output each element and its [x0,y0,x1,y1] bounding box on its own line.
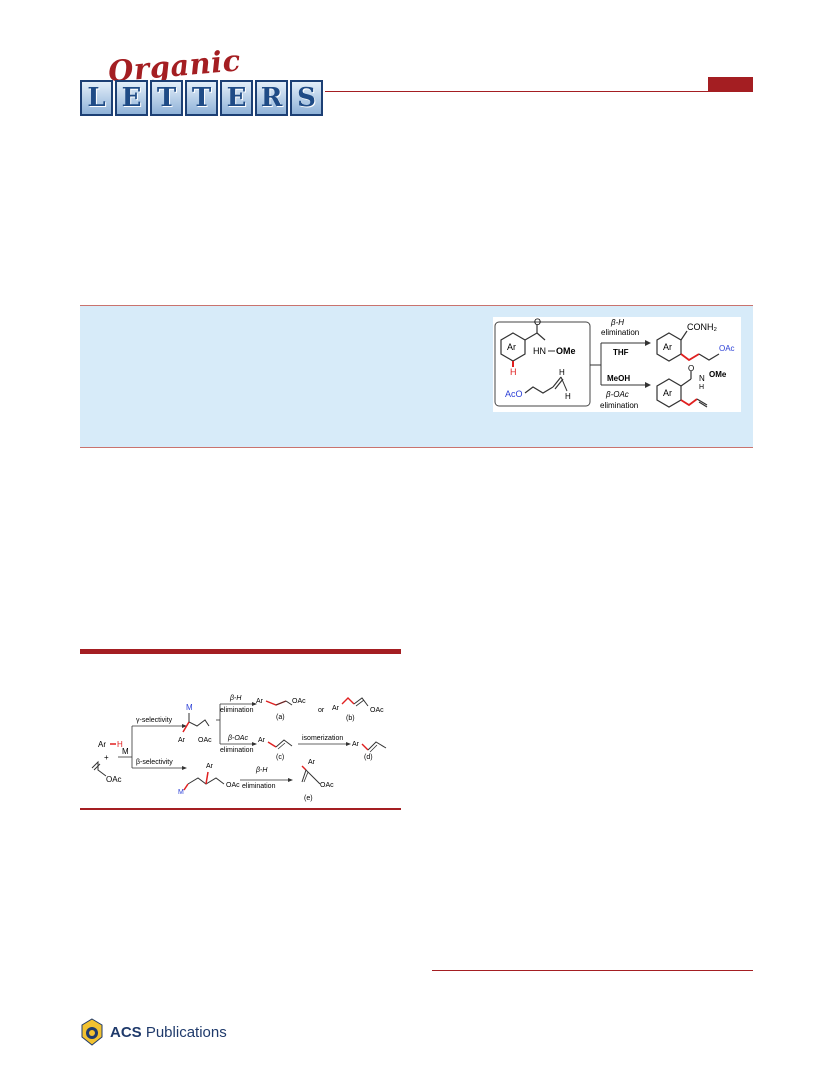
elimination-label-1: elimination [220,707,254,714]
product-bottom-ome: OMe [709,370,727,379]
gamma-int-ar: Ar [178,737,186,744]
acs-seal-icon [81,1018,103,1046]
publisher-name: ACS Publications [110,1023,227,1041]
elimination-top-label: elimination [601,328,639,337]
label-a: (a) [276,714,285,721]
beta-h-label-1: β-H [229,695,242,702]
scheme-rule-top [80,649,401,654]
label-b: (b) [346,715,355,722]
toc-graphic: Ar H O HN OMe AcO H H β-H elimination TH… [493,317,741,412]
prod-b-ar: Ar [332,705,340,712]
amide-nh: HN [533,346,546,356]
header-rule [325,91,753,92]
footnote-rule [432,970,753,971]
gamma-selectivity-label: γ-selectivity [136,717,173,724]
catalyst-m: M [122,747,129,756]
beta-h-label: β-H [610,318,624,327]
svg-text:Ar: Ar [663,342,672,352]
elimination-label-2: elimination [220,747,254,754]
prod-e-ar: Ar [308,759,316,766]
carbonyl-o: O [534,317,541,327]
gamma-int-oac: OAc [198,737,212,744]
beta-oac-label: β-OAc [605,390,629,399]
plus-sign: + [104,753,109,762]
toc-reaction-scheme: Ar H O HN OMe AcO H H β-H elimination TH… [494,317,735,410]
vinyl-h-right: H [565,392,571,401]
logo-tile: T [185,80,218,116]
prod-b-oac: OAc [370,707,384,714]
product-bottom-o: O [688,364,694,373]
beta-int-oac: OAc [226,782,240,789]
logo-tile: S [290,80,323,116]
logo-tile: E [115,80,148,116]
aco-label: AcO [505,389,523,399]
isomerization-label: isomerization [302,735,343,742]
svg-text:Ar: Ar [663,388,672,398]
vinyl-h-top: H [559,368,565,377]
logo-tile: L [80,80,113,116]
prod-e-oac: OAc [320,782,334,789]
publisher-logo: ACS Publications [80,1015,227,1049]
scheme-figure: Ar H + M OAc γ-selectivity β-selectivity… [80,660,401,805]
logo-tile: E [220,80,253,116]
elimination-bottom-label: elimination [600,401,638,410]
product-top-oac: OAc [719,344,735,353]
journal-logo: Organic L E T T E R S [80,43,325,123]
or-label: or [318,707,325,714]
ome-label: OMe [556,346,576,356]
ar-h-ar: Ar [98,740,106,749]
ar-label: Ar [507,342,516,352]
h-red-label: H [510,367,517,377]
conh2-label: CONH₂ [687,322,717,332]
label-c: (c) [276,754,284,761]
thf-label: THF [613,348,629,357]
product-bottom-n: N [699,374,705,383]
prod-c-ar: Ar [258,737,266,744]
beta-int-ar: Ar [206,763,214,770]
elimination-label-3: elimination [242,783,276,790]
beta-selectivity-label: β-selectivity [136,759,173,766]
ar-h-h: H [117,740,123,749]
beta-oac-label: β-OAc [227,735,248,742]
prod-a-oac: OAc [292,698,306,705]
start-oac: OAc [106,775,122,784]
reactant-box [494,321,591,407]
label-d: (d) [364,754,373,761]
selectivity-scheme: Ar H + M OAc γ-selectivity β-selectivity… [91,695,387,802]
label-e: (e) [304,795,313,802]
scheme-rule-bottom [80,808,401,810]
logo-tile: T [150,80,183,116]
header-tab-marker [708,77,753,92]
beta-int-m: M [178,789,184,796]
logo-letter-row: L E T T E R S [80,80,323,116]
beta-h-label-2: β-H [255,767,268,774]
prod-a-ar: Ar [256,698,264,705]
product-bottom-h: H [699,384,704,391]
meoh-label: MeOH [607,374,630,383]
gamma-int-m: M [186,703,193,712]
prod-d-ar: Ar [352,741,360,748]
logo-tile: R [255,80,288,116]
